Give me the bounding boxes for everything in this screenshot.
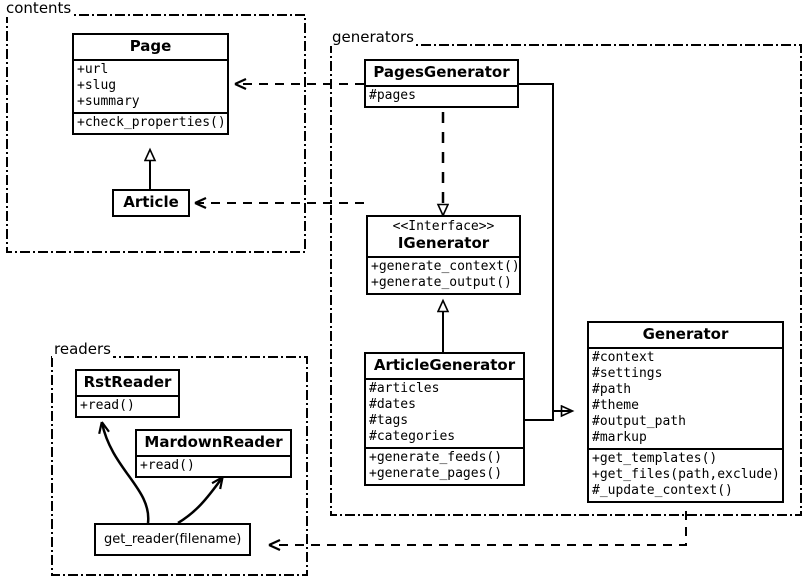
class-box-get-reader[interactable]: get_reader(filename) <box>94 523 251 556</box>
class-box-rstreader[interactable]: RstReader +read() <box>75 369 180 418</box>
class-box-page[interactable]: Page +url +slug +summary +check_properti… <box>72 33 229 135</box>
function-name-get-reader: get_reader(filename) <box>104 532 242 547</box>
operation-row: +generate_context() <box>371 259 520 274</box>
attribute-row: +slug <box>77 78 117 93</box>
attribute-row: #tags <box>369 413 409 428</box>
edge-get-reader-to-mardownreader <box>177 476 224 525</box>
operation-row: +generate_pages() <box>369 466 503 481</box>
class-box-pagesgenerator[interactable]: PagesGenerator #pages <box>364 59 519 108</box>
package-label-generators: generators <box>330 28 416 46</box>
class-operations-igenerator: +generate_context() +generate_output() <box>368 256 520 293</box>
attribute-row: #theme <box>592 398 639 413</box>
class-operations-mardownreader: +read() <box>137 455 290 476</box>
class-attributes-page: +url +slug +summary <box>74 59 227 112</box>
class-box-generator[interactable]: Generator #context #settings #path #them… <box>587 321 784 503</box>
class-name-articlegenerator: ArticleGenerator <box>373 356 516 374</box>
attribute-row: +summary <box>77 94 140 109</box>
class-operations-generator: +get_templates() +get_files(path,exclude… <box>589 448 782 501</box>
attribute-row: #dates <box>369 397 416 412</box>
operation-row: +read() <box>140 458 195 473</box>
operation-row: +generate_output() <box>371 275 512 290</box>
class-name-mardownreader: MardownReader <box>144 433 283 451</box>
attribute-row: #pages <box>369 88 416 103</box>
class-box-mardownreader[interactable]: MardownReader +read() <box>135 429 292 478</box>
attribute-row: #articles <box>369 381 440 396</box>
attribute-row: #markup <box>592 430 647 445</box>
class-stereotype-igenerator: <<Interface>> <box>392 219 495 234</box>
class-box-article[interactable]: Article <box>112 189 190 217</box>
class-attributes-articlegenerator: #articles #dates #tags #categories <box>366 378 523 447</box>
operation-row: +read() <box>80 398 135 413</box>
attribute-row: #categories <box>369 429 456 444</box>
attribute-row: #path <box>592 382 632 397</box>
class-operations-page: +check_properties() <box>74 112 227 133</box>
operation-row: +get_files(path,exclude) <box>592 467 780 482</box>
operation-row: +check_properties() <box>77 115 226 130</box>
class-name-pagesgenerator: PagesGenerator <box>373 63 510 81</box>
class-name-generator: Generator <box>642 325 729 343</box>
class-box-articlegenerator[interactable]: ArticleGenerator #articles #dates #tags … <box>364 352 525 486</box>
class-name-rstreader: RstReader <box>83 373 172 391</box>
class-attributes-pagesgenerator: #pages <box>366 85 517 106</box>
attribute-row: #output_path <box>592 414 686 429</box>
operation-row: #_update_context() <box>592 483 733 498</box>
edge-pagesgenerator-to-generator <box>519 83 572 411</box>
edge-articlegenerator-to-generator <box>525 410 572 421</box>
attribute-row: #context <box>592 350 655 365</box>
class-operations-articlegenerator: +generate_feeds() +generate_pages() <box>366 447 523 484</box>
edge-generator-to-get-reader <box>268 511 687 552</box>
class-name-igenerator: IGenerator <box>397 234 490 252</box>
package-label-readers: readers <box>52 340 113 358</box>
operation-row: +generate_feeds() <box>369 450 503 465</box>
class-box-igenerator[interactable]: <<Interface>> IGenerator +generate_conte… <box>366 215 521 295</box>
attribute-row: #settings <box>592 366 663 381</box>
class-operations-rstreader: +read() <box>77 395 178 416</box>
class-name-page: Page <box>129 37 172 55</box>
class-attributes-generator: #context #settings #path #theme #output_… <box>589 347 782 448</box>
package-label-contents: contents <box>4 0 74 17</box>
operation-row: +get_templates() <box>592 451 718 466</box>
class-name-article: Article <box>123 193 179 211</box>
attribute-row: +url <box>77 62 109 77</box>
